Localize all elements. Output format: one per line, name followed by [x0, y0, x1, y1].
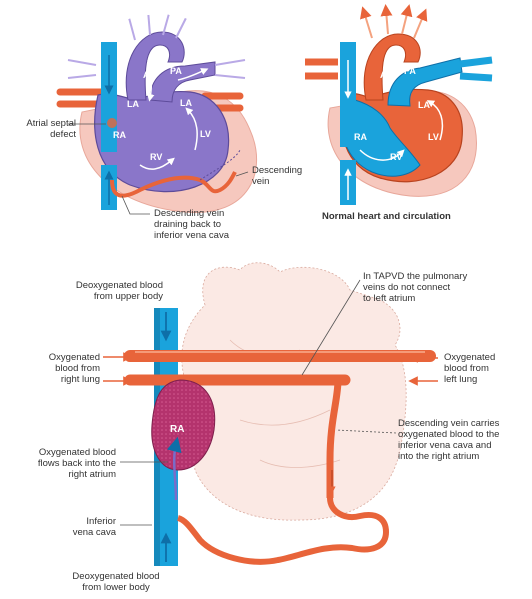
label-lv: LV [200, 129, 211, 139]
leader-tapvd [301, 279, 361, 376]
label-la-1: LA [127, 99, 139, 109]
normal-internal-arrows [344, 60, 444, 200]
normal-pulmonary-artery [387, 57, 463, 107]
label-left-lung: Oxygenated blood from left lung [444, 352, 496, 385]
left-lung-arrows [408, 353, 438, 386]
tapvd-heart-diagram: Ao PA LA LA RA RV LV [56, 5, 258, 215]
normal-pulmonary-arteries [459, 56, 493, 82]
label-right-lung: Oxygenated blood from right lung [48, 352, 100, 385]
normal-label-la: LA [418, 100, 430, 110]
label-ra: RA [113, 130, 126, 140]
descending-vein-dotted [199, 149, 241, 181]
label-lower-body: Deoxygenated blood from lower body [72, 571, 160, 593]
label-pa: PA [170, 66, 182, 76]
leader-draining [121, 195, 150, 215]
tapvd-detail-diagram: RA [103, 262, 438, 566]
ra-inflow-arrow [166, 436, 182, 501]
normal-pulmonary-veins [305, 58, 338, 80]
aorta [125, 31, 185, 101]
label-inferior-vena-cava: Inferior vena cava [72, 516, 116, 538]
outflow-arrows-side [67, 59, 246, 79]
descending-vein-loop [176, 497, 390, 565]
normal-label-lv: LV [428, 132, 439, 142]
label-ao: Ao [143, 70, 155, 80]
normal-outflow-arrows [360, 4, 428, 39]
label-flowback: Oxygenated blood flows back into the rig… [37, 447, 116, 480]
label-tapvd: In TAPVD the pulmonary veins do not conn… [363, 271, 468, 304]
pulmonary-vessels-left [56, 88, 106, 108]
right-lung-arrows [103, 352, 133, 386]
normal-label-rv: RV [390, 152, 402, 162]
caption-normal-heart: Normal heart and circulation [322, 211, 451, 222]
normal-label-ra: RA [354, 132, 367, 142]
label-draining-vein: Descending vein draining back to inferio… [154, 208, 229, 241]
normal-label-ao: Ao [380, 70, 392, 80]
label-ra-large: RA [170, 424, 184, 435]
label-descending-vein: Descending vein [252, 165, 303, 187]
label-rv: RV [150, 152, 162, 162]
label-descending-detail: Descending vein carries oxygenated blood… [398, 418, 500, 462]
atrial-septal-defect [107, 118, 117, 128]
label-la-2: LA [180, 98, 192, 108]
label-upper-body: Deoxygenated blood from upper body [75, 280, 163, 302]
normal-heart-diagram: Ao PA LA RA RV LV [305, 4, 493, 205]
label-atrial-septal-defect: Atrial septal defect [26, 118, 76, 140]
leader-descending [235, 171, 249, 177]
descending-vein-main [326, 379, 342, 498]
normal-label-pa: PA [404, 66, 416, 76]
outflow-arrows-top [124, 5, 191, 41]
pale-heart-outline [181, 262, 407, 521]
normal-aorta [363, 33, 421, 101]
internal-flow-arrows [139, 59, 209, 170]
